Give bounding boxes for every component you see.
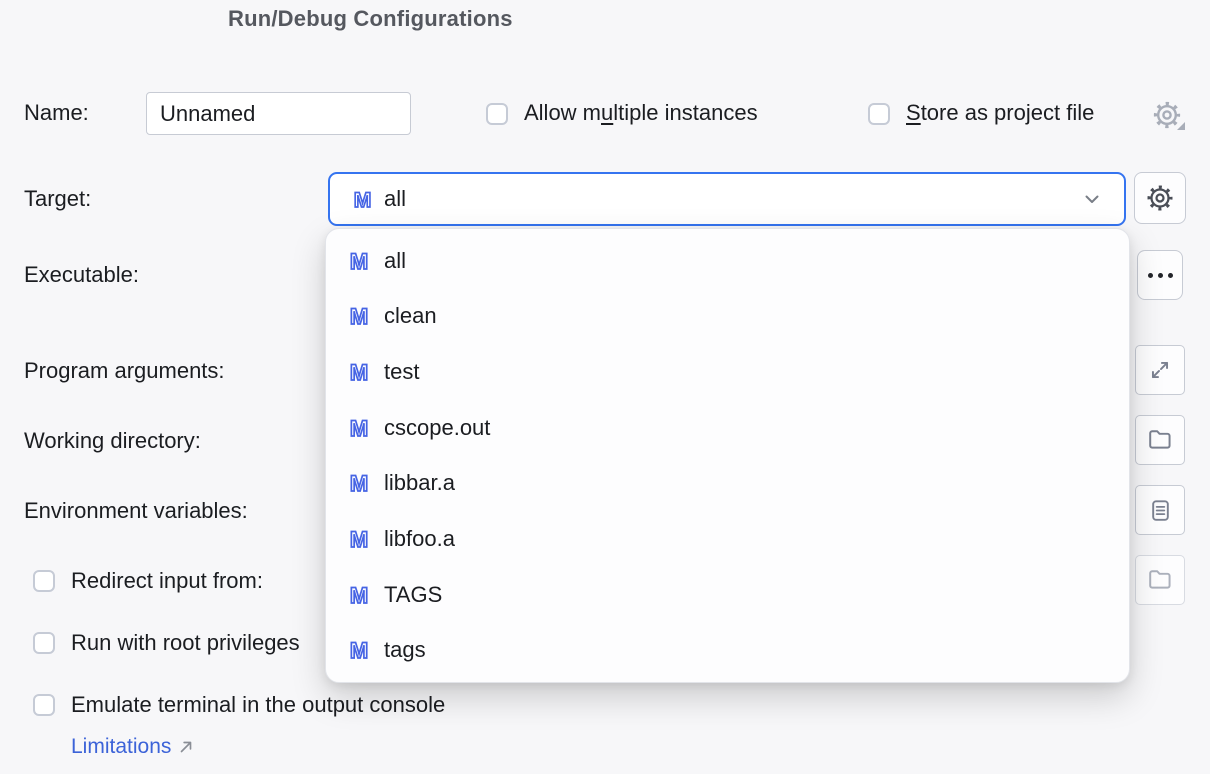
folder-icon [1149,570,1171,589]
environment-variables-edit-button[interactable] [1135,485,1185,535]
name-input[interactable] [146,92,411,135]
redirect-input-checkbox[interactable] [33,570,55,592]
dropdown-item-label: libbar.a [384,470,455,496]
dropdown-item[interactable]: tags [326,622,1129,678]
dropdown-item-label: test [384,359,420,385]
dropdown-item-label: tags [384,637,426,663]
target-settings-button[interactable] [1134,172,1186,224]
gear-icon [1147,185,1173,211]
working-directory-label: Working directory: [24,428,201,453]
dropdown-item[interactable]: cscope.out [326,400,1129,456]
dropdown-item[interactable]: TAGS [326,567,1129,623]
dropdown-triangle-icon [1177,122,1185,130]
ellipsis-icon [1147,272,1173,278]
dropdown-item[interactable]: libbar.a [326,456,1129,512]
name-label: Name: [24,100,89,125]
target-label: Target: [24,186,92,211]
makefile-target-icon: M [353,188,372,212]
dropdown-item[interactable]: test [326,344,1129,400]
limitations-link[interactable]: Limitations [71,735,195,759]
folder-icon [1149,430,1171,449]
target-combobox[interactable]: M all [328,172,1126,226]
mnemonic-char: u [601,100,614,125]
emulate-terminal-label: Emulate terminal in the output console [71,692,446,717]
dropdown-item-label: cscope.out [384,414,491,440]
store-options-gear-icon[interactable] [1151,99,1185,131]
run-with-root-label: Run with root privileges [71,630,300,655]
environment-variables-label: Environment variables: [24,498,248,523]
label-text: tore as project file [920,100,1095,125]
env-list-icon [1151,499,1169,521]
executable-browse-button[interactable] [1137,250,1183,300]
makefile-target-icon [348,470,370,497]
target-dropdown-popup: all clean test cscope.out libbar.a libfo… [325,228,1130,683]
dropdown-item-label: clean [384,303,437,329]
label-text: ltiple instances [613,100,758,125]
dropdown-item-label: all [384,247,407,273]
page-title: Run/Debug Configurations [228,6,513,31]
target-combobox-value: all [384,186,407,211]
chevron-down-icon [1085,195,1099,203]
allow-multiple-instances-label: Allow multiple instances [524,100,758,126]
dropdown-item[interactable]: all [326,233,1129,289]
svg-text:M: M [354,189,372,212]
dropdown-item-label: TAGS [384,581,443,607]
store-as-project-file-checkbox[interactable] [868,103,890,125]
dropdown-item[interactable]: libfoo.a [326,511,1129,567]
dropdown-item[interactable]: clean [326,289,1129,345]
emulate-terminal-checkbox[interactable] [33,694,55,716]
mnemonic-char: S [906,100,921,125]
makefile-target-icon [348,637,370,664]
expand-icon [1151,361,1169,379]
executable-label: Executable: [24,262,139,287]
external-link-icon [181,741,192,753]
makefile-target-icon [348,526,370,552]
program-arguments-label: Program arguments: [24,358,225,383]
dropdown-item-label: libfoo.a [384,525,455,551]
makefile-target-icon [348,303,370,330]
label-text: Allow m [524,100,602,125]
redirect-input-label: Redirect input from: [71,568,263,593]
makefile-target-icon [348,581,370,608]
program-arguments-expand-button[interactable] [1135,345,1185,395]
run-with-root-checkbox[interactable] [33,632,55,654]
allow-multiple-instances-checkbox[interactable] [486,103,508,125]
makefile-target-icon [348,247,370,274]
redirect-input-browse-button[interactable] [1135,555,1185,605]
working-directory-browse-button[interactable] [1135,415,1185,465]
makefile-target-icon [348,359,370,386]
store-as-project-file-label: Store as project file [906,100,1094,126]
makefile-target-icon [348,414,370,441]
limitations-link-text: Limitations [71,735,172,758]
